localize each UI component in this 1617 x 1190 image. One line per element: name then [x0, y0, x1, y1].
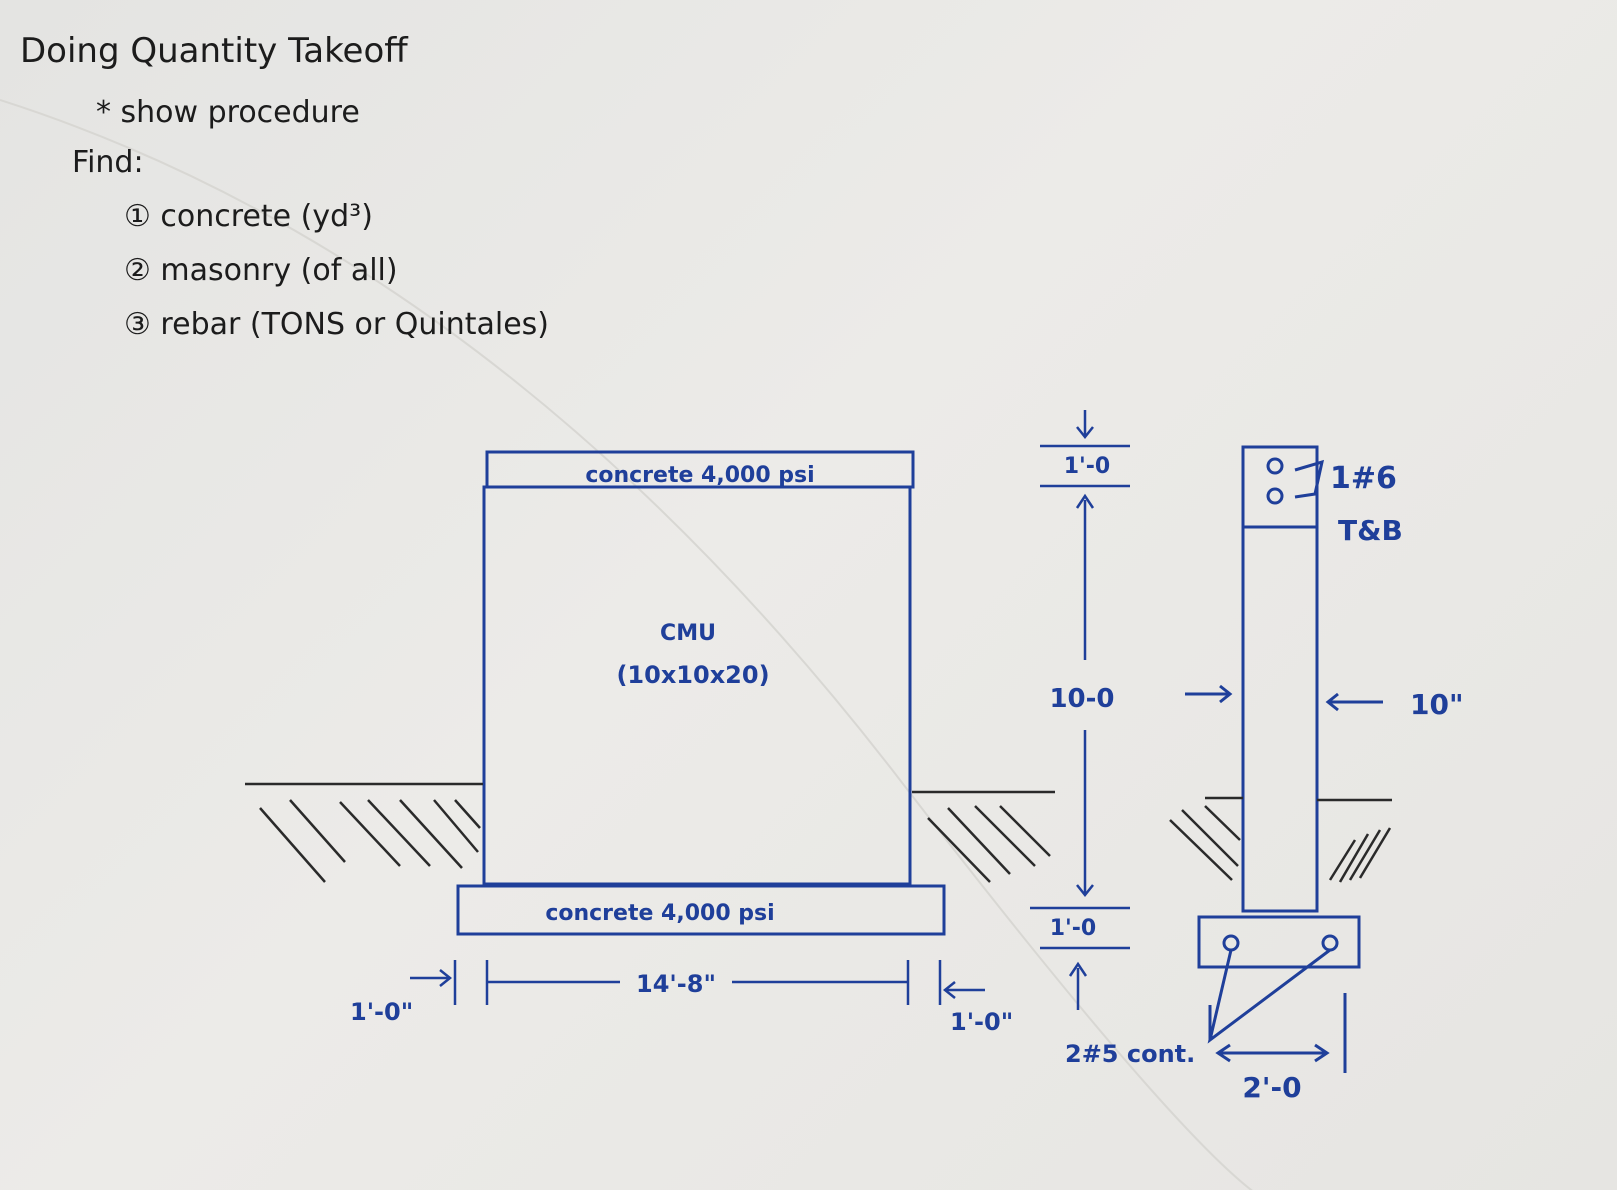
- section-cmu: [1241, 525, 1319, 913]
- section-ground: [1169, 796, 1392, 883]
- length-dim-label: 14'-8": [636, 970, 716, 998]
- top-bars-label: 1#6: [1330, 461, 1397, 496]
- footing-rebar-leader: [1207, 948, 1331, 1044]
- ground-left: [245, 782, 483, 883]
- footing-label: concrete 4,000 psi: [545, 901, 774, 926]
- right-overhang-label: 1'-0": [950, 1008, 1013, 1036]
- wall-elevation: [456, 450, 946, 936]
- vertical-dimension: [1030, 410, 1130, 1010]
- top-bars-note: T&B: [1338, 514, 1403, 547]
- cmu-size-label: (10x10x20): [616, 661, 769, 689]
- footing-width-label: 2'-0: [1242, 1071, 1301, 1104]
- notes-item-rebar: ③ rebar (TONS or Quintales): [124, 307, 549, 342]
- cmu-wall: [482, 485, 912, 886]
- notes-title: Doing Quantity Takeoff: [20, 31, 409, 71]
- section-bond-beam: [1241, 445, 1319, 529]
- notes-find-label: Find:: [72, 145, 144, 180]
- left-overhang-label: 1'-0": [350, 998, 413, 1026]
- footing-rebar-2: [1321, 934, 1339, 952]
- section-footing: [1197, 915, 1361, 969]
- footing-bars-label: 2#5 cont.: [1065, 1040, 1195, 1068]
- wall-section: [1185, 445, 1383, 1073]
- notes-item-concrete: ① concrete (yd³): [124, 199, 373, 234]
- concrete-footing: [456, 884, 946, 936]
- top-rebar-2: [1266, 487, 1284, 505]
- notes-subtitle: * show procedure: [96, 95, 360, 130]
- top-rebar-leader: [1294, 459, 1325, 499]
- footing-height-label: 1'-0: [1050, 916, 1096, 941]
- top-cap-label: concrete 4,000 psi: [585, 463, 814, 488]
- length-dimension: [410, 960, 985, 1005]
- glare-line: [0, 99, 1300, 1190]
- wall-thickness-label: 10": [1410, 688, 1464, 721]
- notes-item-masonry: ② masonry (of all): [124, 253, 398, 288]
- top-rebar-1: [1266, 457, 1284, 475]
- ground-right: [912, 790, 1055, 883]
- cmu-label: CMU: [660, 621, 716, 646]
- notes-block: Doing Quantity Takeoff * show procedure …: [20, 31, 549, 342]
- footing-rebar-1: [1222, 934, 1240, 952]
- top-cap-height-label: 1'-0: [1064, 454, 1110, 479]
- wall-height-label: 10-0: [1049, 684, 1114, 714]
